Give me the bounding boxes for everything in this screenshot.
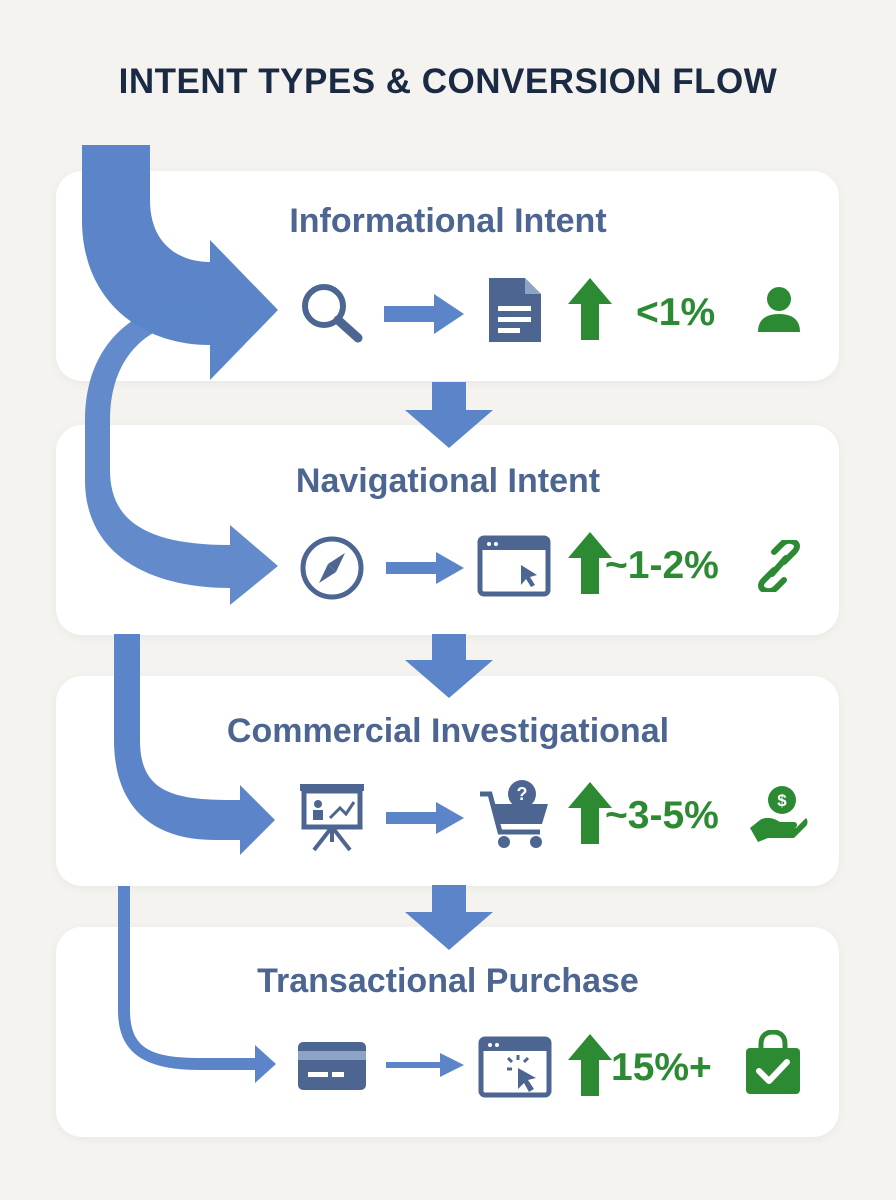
svg-text:$: $ (777, 791, 787, 810)
stage-card-navigational (56, 425, 839, 635)
shopping-bag-check-icon (746, 1030, 800, 1094)
down-arrow-1 (405, 382, 493, 448)
document-icon (489, 278, 541, 342)
flow-arrow-informational (82, 145, 278, 380)
stage-title: Commercial Investigational (226, 712, 670, 750)
down-arrow-3 (405, 885, 493, 950)
stage-card-transactional (56, 927, 839, 1137)
up-arrow-icon (568, 278, 612, 340)
compass-icon (300, 536, 364, 600)
stage-card-commercial (56, 676, 839, 886)
up-arrow-icon (568, 1034, 612, 1096)
money-hand-icon: $ (750, 786, 808, 842)
down-arrow-2 (405, 634, 493, 698)
right-arrow-icon (386, 802, 464, 834)
search-icon (302, 284, 363, 343)
stage-title: Navigational Intent (295, 462, 601, 500)
flow-arrow-transactional (118, 886, 276, 1083)
right-arrow-icon (386, 552, 464, 584)
browser-window-icon (477, 535, 551, 597)
diagram-title: INTENT TYPES & CONVERSION FLOW (118, 62, 778, 101)
user-icon (758, 287, 800, 332)
up-arrow-icon (568, 782, 612, 844)
right-arrow-icon (384, 294, 464, 334)
credit-card-icon (298, 1042, 366, 1090)
conversion-rate: ~1-2% (605, 544, 719, 587)
svg-text:?: ? (517, 784, 528, 804)
flow-arrow-commercial (114, 634, 275, 855)
browser-click-icon (478, 1036, 552, 1098)
conversion-rate: 15%+ (611, 1046, 712, 1089)
up-arrow-icon (568, 532, 612, 594)
conversion-rate: <1% (636, 291, 716, 334)
cart-question-icon: ? (480, 780, 548, 848)
stage-title: Transactional Purchase (257, 962, 639, 1000)
conversion-rate: ~3-5% (605, 794, 719, 837)
flow-arrow-navigational (85, 300, 278, 605)
right-arrow-icon (386, 1053, 464, 1077)
presentation-board-icon (300, 784, 364, 852)
stage-title: Informational Intent (289, 202, 607, 240)
link-icon (758, 540, 800, 592)
